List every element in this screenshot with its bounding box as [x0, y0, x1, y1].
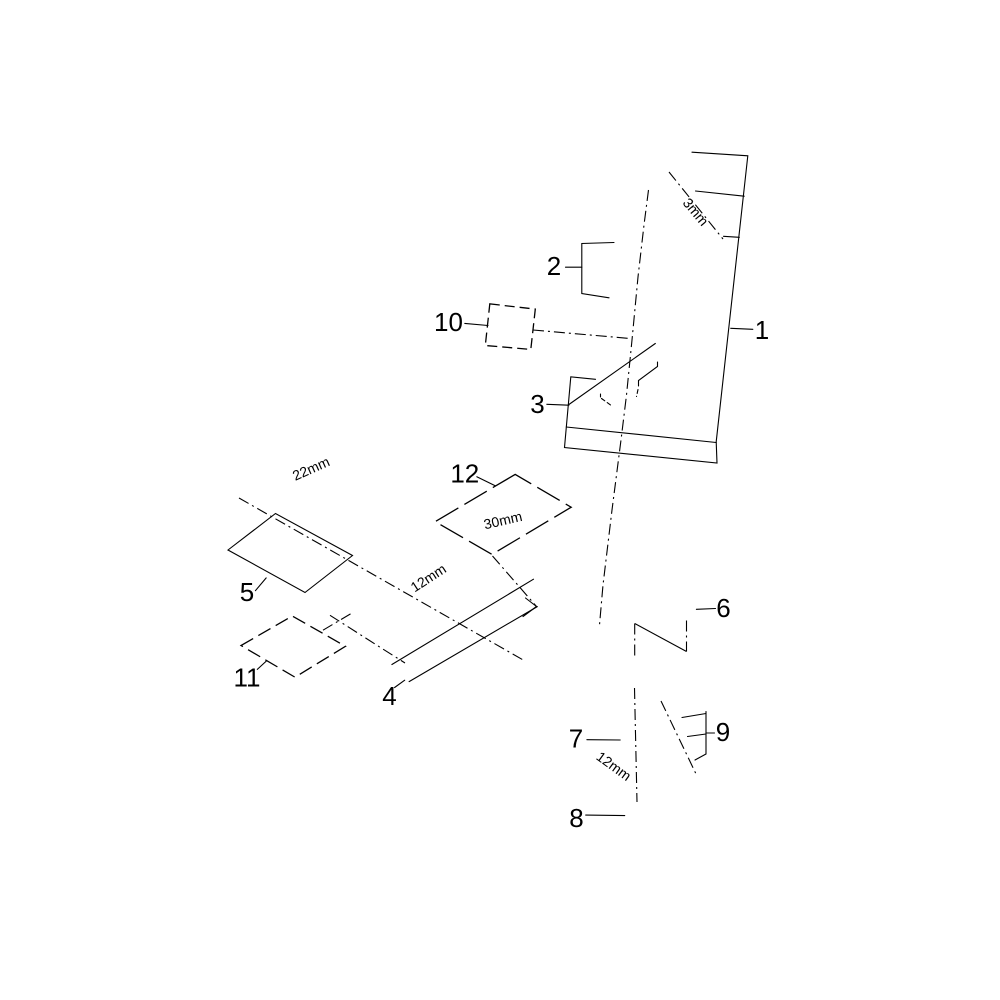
svg-text:9: 9: [716, 717, 730, 747]
svg-text:3: 3: [530, 389, 544, 419]
svg-text:4: 4: [382, 681, 396, 711]
svg-text:10: 10: [434, 307, 463, 337]
svg-text:6: 6: [716, 593, 730, 623]
svg-text:1: 1: [755, 315, 769, 345]
svg-text:11: 11: [234, 663, 261, 693]
svg-text:5: 5: [240, 577, 254, 607]
svg-text:7: 7: [569, 724, 583, 754]
svg-text:12: 12: [450, 459, 479, 489]
svg-text:2: 2: [547, 251, 561, 281]
svg-text:8: 8: [569, 803, 583, 833]
